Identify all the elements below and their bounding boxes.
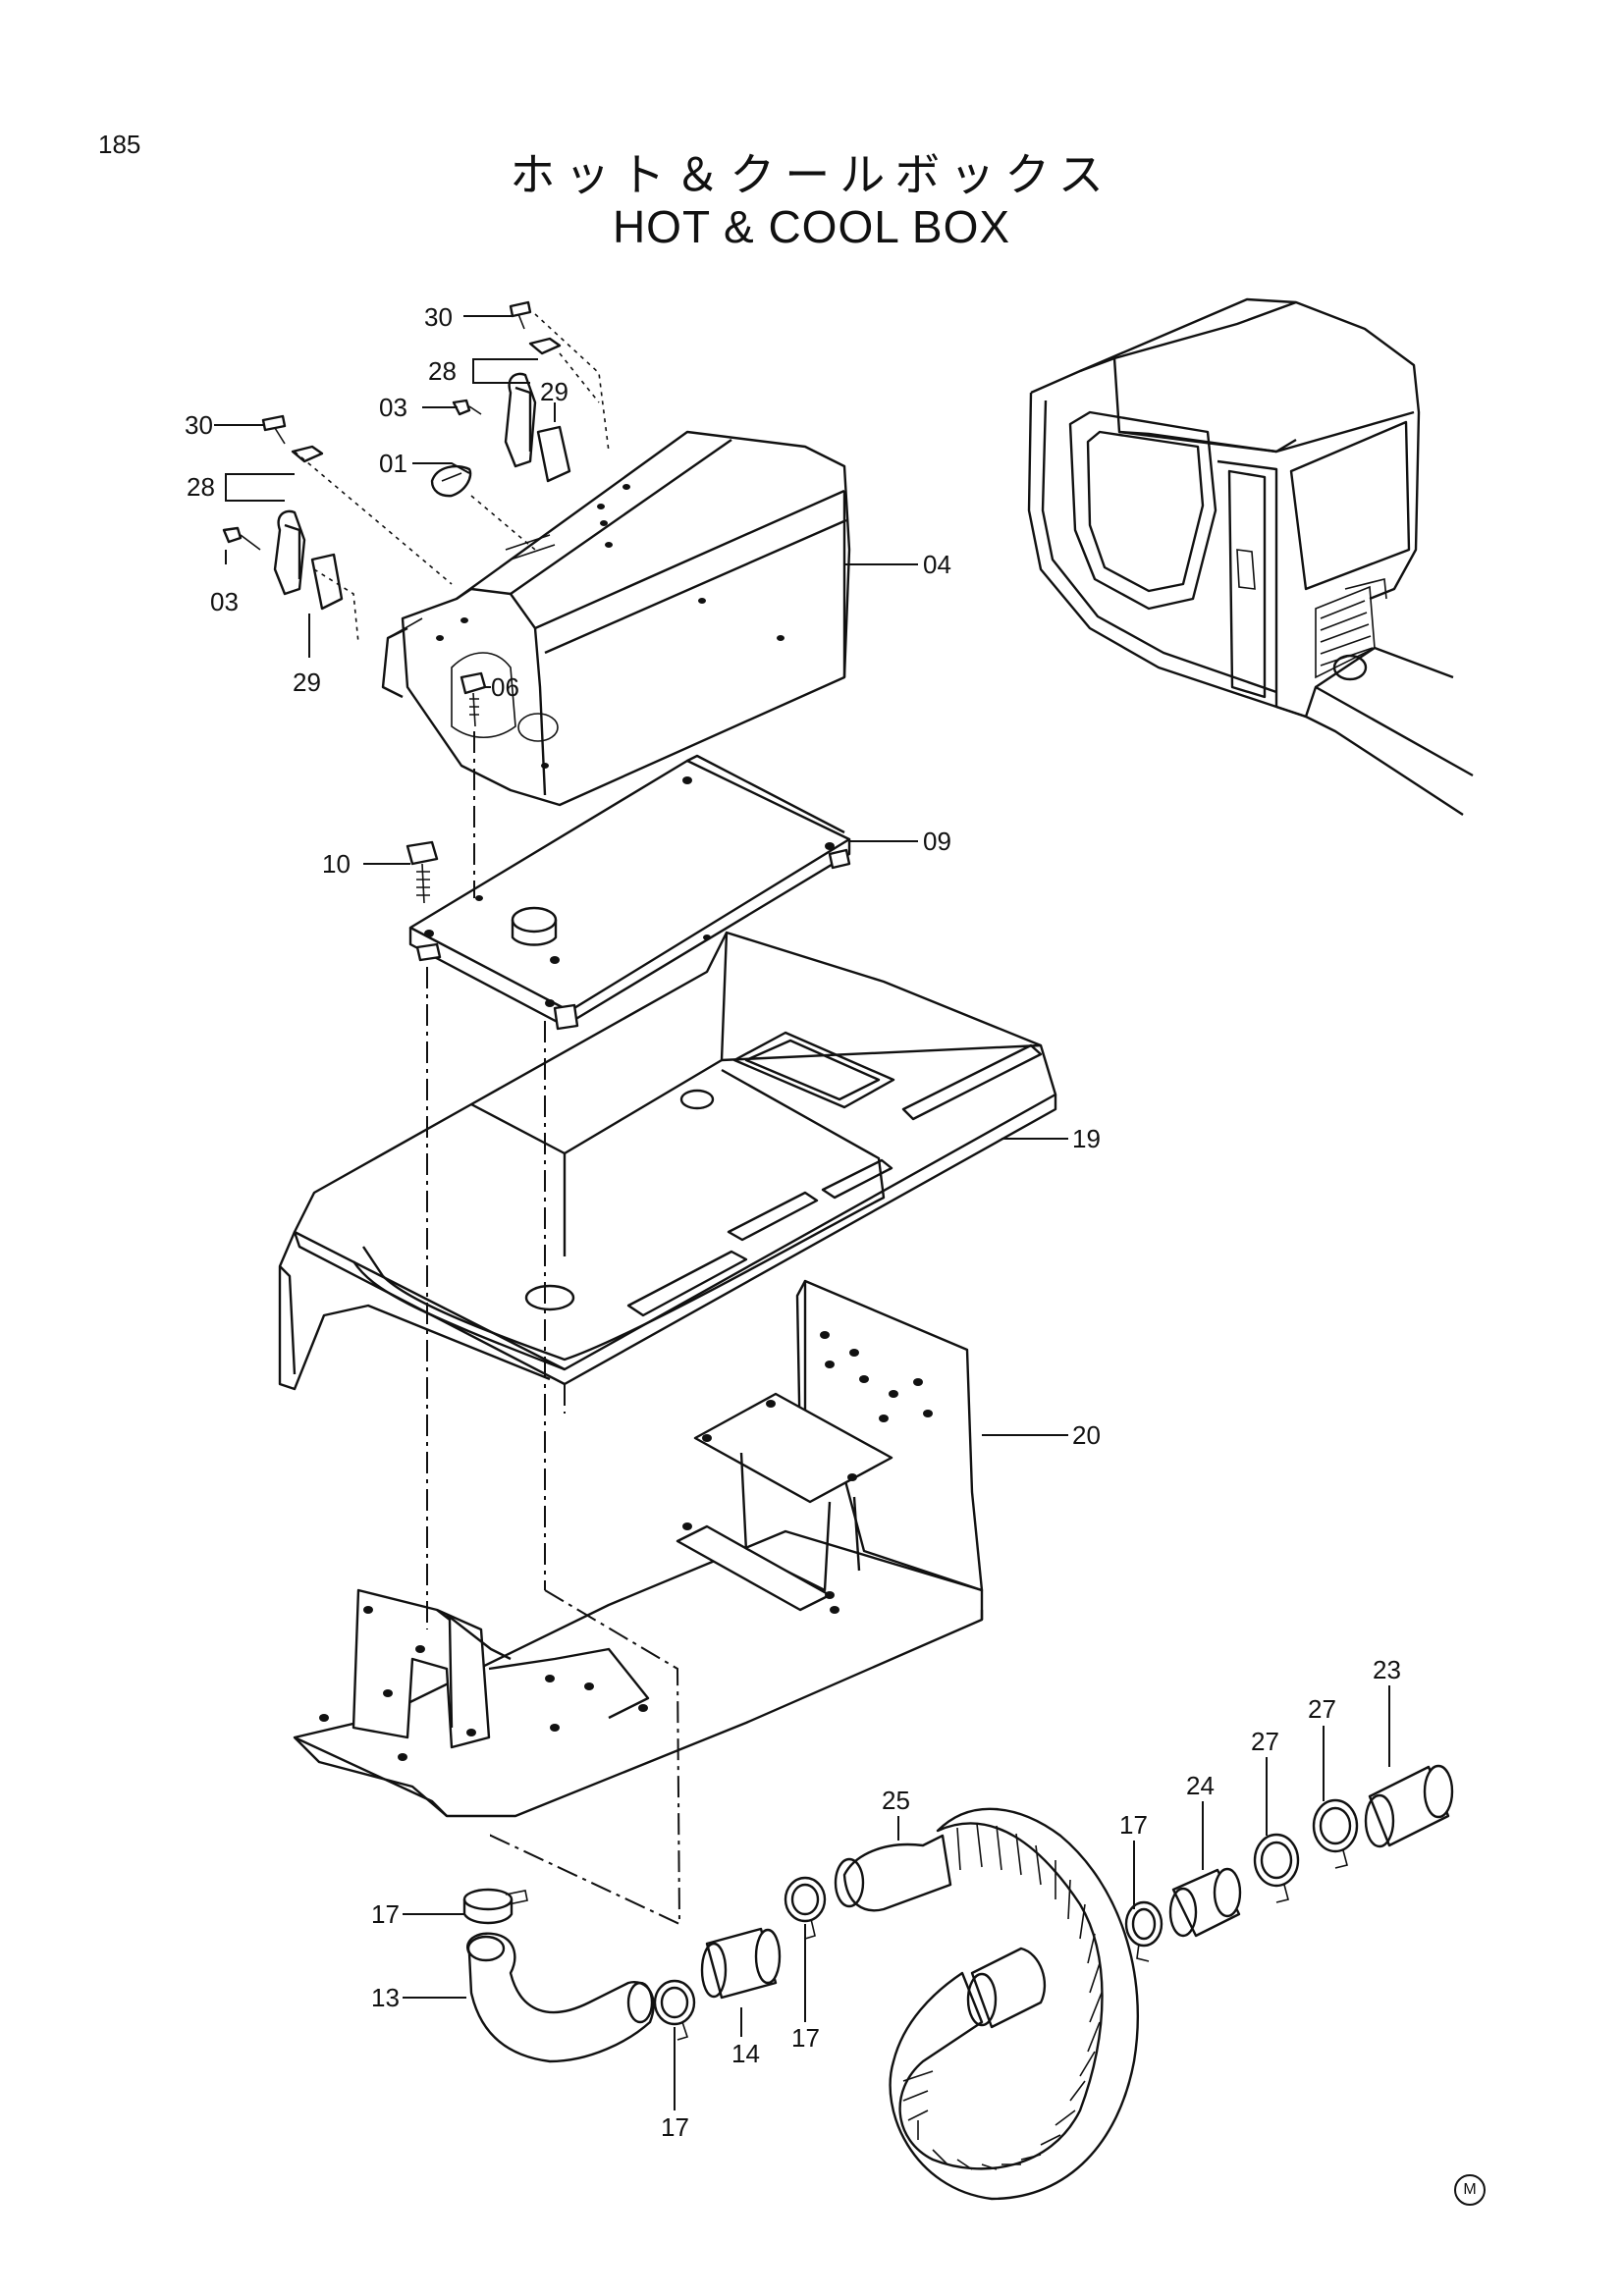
label-17-left: 17 xyxy=(371,1899,400,1929)
label-27-left: 27 xyxy=(1251,1727,1279,1756)
label-01: 01 xyxy=(379,449,407,478)
label-13: 13 xyxy=(371,1983,400,2012)
label-17-right: 17 xyxy=(1119,1810,1148,1840)
label-24: 24 xyxy=(1186,1771,1215,1800)
label-29-top: 29 xyxy=(540,377,568,406)
label-06: 06 xyxy=(491,672,519,702)
support-bracket-icon xyxy=(293,1279,984,1818)
label-04: 04 xyxy=(923,550,951,579)
latch-hardware-icon xyxy=(222,300,571,727)
page-number: 185 xyxy=(98,130,141,159)
box-cover-icon xyxy=(381,430,851,807)
base-plate-icon xyxy=(406,754,851,1031)
label-17-mid: 17 xyxy=(791,2023,820,2053)
label-03-left: 03 xyxy=(210,587,239,616)
label-30-left: 30 xyxy=(185,410,213,440)
cab-inset-icon xyxy=(1027,297,1474,817)
title-japanese: ホット＆クールボックス xyxy=(510,148,1113,201)
label-28-top: 28 xyxy=(428,356,457,386)
label-14: 14 xyxy=(731,2039,760,2068)
label-23: 23 xyxy=(1373,1655,1401,1684)
label-28-left: 28 xyxy=(187,472,215,502)
label-20: 20 xyxy=(1072,1420,1101,1450)
label-10: 10 xyxy=(322,849,351,879)
title-english: HOT & COOL BOX xyxy=(612,201,1011,252)
console-tray-icon xyxy=(278,931,1057,1391)
label-03-top: 03 xyxy=(379,393,407,422)
label-30-top: 30 xyxy=(424,302,453,332)
manufacturer-mark: M xyxy=(1454,2174,1486,2206)
hose-clamps-icon xyxy=(462,1764,1454,2201)
label-19: 19 xyxy=(1072,1124,1101,1153)
label-25: 25 xyxy=(882,1786,910,1815)
leader-lines xyxy=(214,315,1390,2110)
label-27-right: 27 xyxy=(1308,1694,1336,1724)
label-29-left: 29 xyxy=(293,667,321,697)
part-labels: 30 28 03 29 01 30 28 03 29 04 06 10 09 1… xyxy=(185,302,1401,2142)
label-17-bottom: 17 xyxy=(661,2112,689,2142)
label-09: 09 xyxy=(923,827,951,856)
